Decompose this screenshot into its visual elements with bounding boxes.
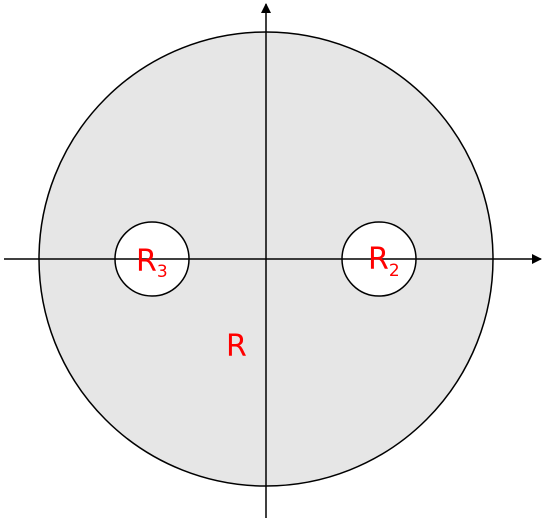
label-left-hole-main: R — [136, 244, 157, 279]
label-left-hole: R3 — [136, 244, 168, 282]
label-outer-region: R — [226, 329, 247, 364]
label-right-hole-main: R — [368, 242, 389, 277]
label-left-hole-sub: 3 — [157, 262, 168, 282]
label-right-hole-sub: 2 — [389, 261, 400, 281]
label-right-hole: R2 — [368, 242, 400, 281]
